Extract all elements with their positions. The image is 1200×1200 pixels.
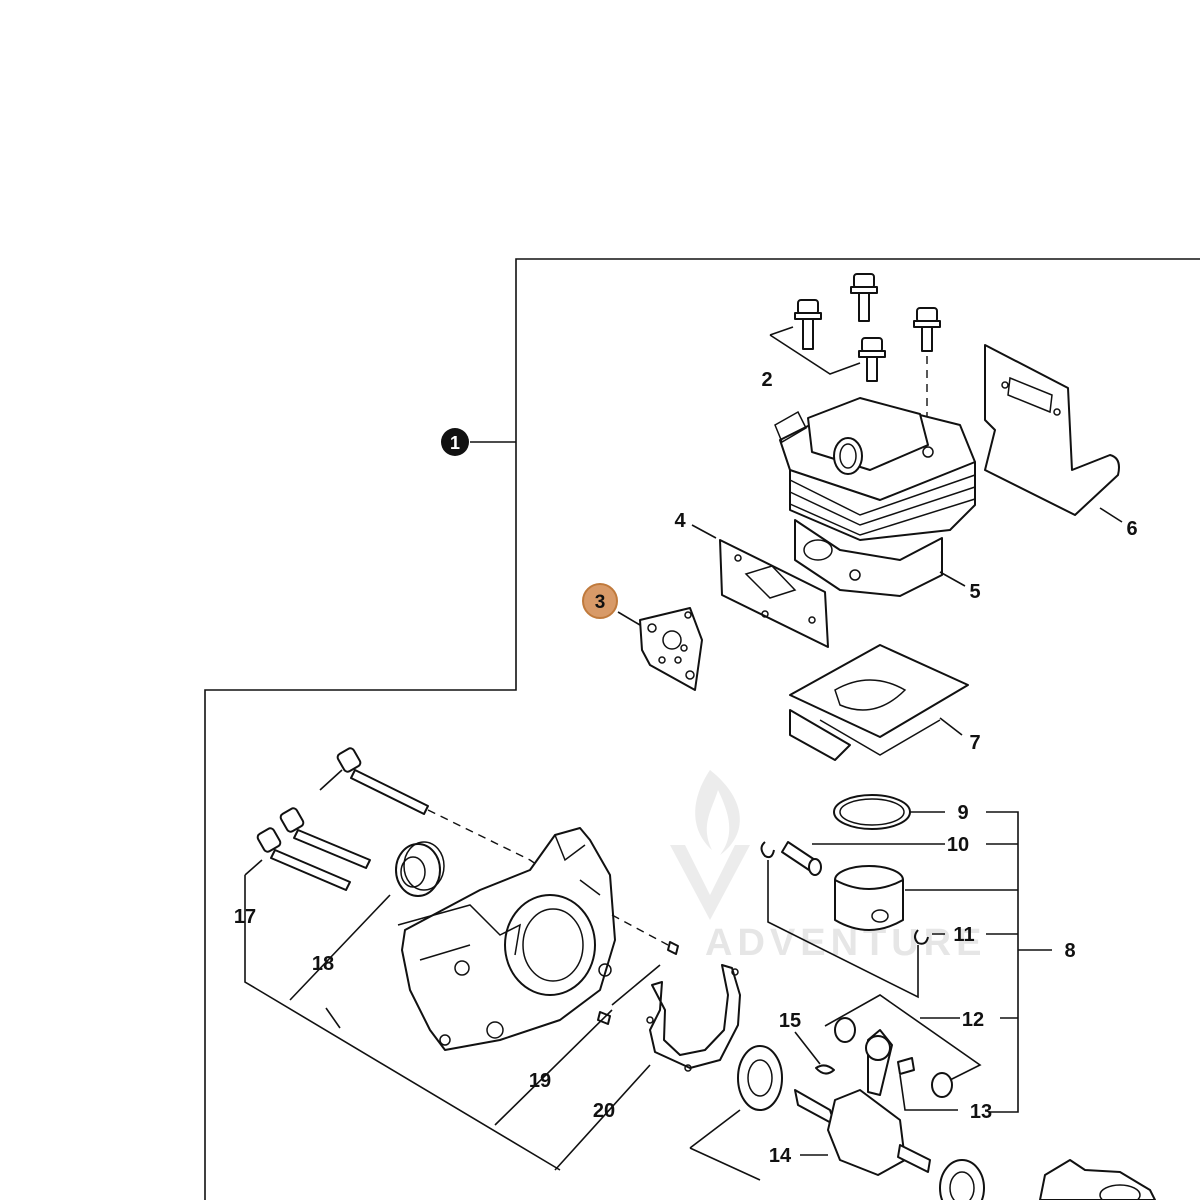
part-11-clips[interactable]	[760, 841, 929, 945]
label-9: 9	[957, 802, 968, 824]
callout-3[interactable]: 3	[582, 583, 641, 626]
part-9-piston-ring[interactable]	[833, 794, 911, 830]
label-4: 4	[674, 510, 686, 532]
part-5-cylinder[interactable]	[774, 397, 976, 597]
part-7-gasket[interactable]	[789, 644, 969, 761]
part-20-gasket[interactable]	[646, 964, 741, 1072]
watermark-text: ADVENTURE	[705, 922, 986, 964]
crankcase-half-left[interactable]	[397, 827, 616, 1051]
part-10-piston-pin[interactable]	[781, 841, 822, 876]
label-11: 11	[953, 924, 974, 946]
part-3-gasket[interactable]	[639, 607, 703, 691]
callout-1-label: 1	[450, 433, 460, 453]
part-18-seal[interactable]	[395, 841, 445, 897]
part-2-screws[interactable]	[769, 273, 941, 450]
part-13-bearing[interactable]	[897, 1057, 915, 1075]
callout-1[interactable]: 1	[441, 428, 516, 456]
label-15: 15	[779, 1010, 801, 1032]
label-18: 18	[312, 953, 334, 975]
label-8: 8	[1064, 940, 1075, 962]
callout-3-label: 3	[595, 592, 606, 613]
part-6-shield[interactable]	[984, 344, 1120, 516]
label-10: 10	[947, 834, 969, 856]
label-5: 5	[969, 581, 980, 603]
label-13: 13	[970, 1101, 992, 1123]
crankcase-half-right[interactable]	[1039, 1159, 1156, 1200]
label-2: 2	[761, 369, 772, 391]
label-6: 6	[1126, 518, 1137, 540]
watermark: ADVENTURE	[670, 770, 986, 964]
label-17: 17	[234, 906, 256, 928]
part-8-piston[interactable]	[834, 865, 904, 931]
label-20: 20	[593, 1100, 615, 1122]
label-12: 12	[962, 1009, 984, 1031]
label-14: 14	[769, 1145, 792, 1167]
label-19: 19	[529, 1070, 551, 1092]
part-17-bolts[interactable]	[256, 747, 429, 891]
part-15-key[interactable]	[815, 1064, 835, 1075]
part-12-washers[interactable]	[834, 1017, 953, 1098]
assembly-frame	[204, 258, 1200, 1200]
label-7: 7	[969, 732, 980, 754]
part-14-crankshaft[interactable]	[737, 1029, 985, 1200]
part-4-gasket[interactable]	[719, 539, 829, 648]
